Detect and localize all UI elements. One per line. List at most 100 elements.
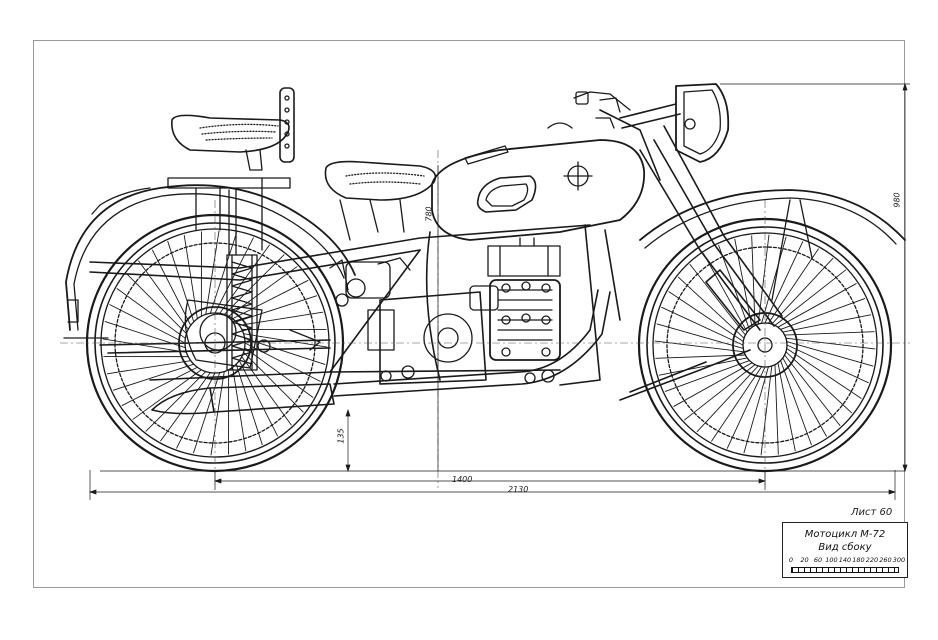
- spoke: [116, 288, 186, 339]
- spoke: [112, 363, 195, 391]
- final-drive: [184, 299, 271, 369]
- dimension-seat-height: 780: [424, 206, 434, 222]
- spoke: [703, 253, 748, 333]
- spoke: [654, 340, 745, 353]
- scale-bar: [791, 567, 899, 573]
- spoke: [109, 304, 186, 344]
- spoke: [767, 248, 819, 324]
- spoke: [760, 365, 773, 456]
- spoke: [244, 347, 314, 398]
- spoke: [696, 365, 759, 433]
- scale-tick-label: 220: [865, 556, 879, 564]
- spoke: [743, 366, 769, 454]
- front-wheel: [637, 217, 893, 473]
- spoke: [661, 306, 744, 346]
- spoke: [771, 257, 834, 325]
- spoke: [761, 236, 787, 324]
- spoke: [102, 338, 187, 353]
- dimension-ground-clearance: 135: [336, 428, 346, 444]
- spoke: [751, 235, 756, 326]
- spoke: [238, 360, 278, 437]
- scale-tick-label: 100: [825, 556, 838, 564]
- spoke: [774, 269, 846, 326]
- spoke: [658, 357, 748, 376]
- spoke: [786, 347, 862, 399]
- spoke: [243, 351, 304, 413]
- spoke: [786, 344, 869, 384]
- spoke: [152, 249, 192, 326]
- spoke: [689, 264, 746, 336]
- drawing-frame: [33, 40, 905, 588]
- headlamp: [675, 83, 730, 163]
- spoke: [210, 371, 225, 456]
- spoke: [214, 237, 254, 314]
- dimension-overall-height: 980: [892, 192, 902, 208]
- spoke: [238, 311, 324, 326]
- scale-tick-label: 20: [800, 556, 809, 564]
- spoke: [205, 230, 220, 315]
- spoke: [664, 360, 750, 392]
- spoke: [223, 254, 285, 315]
- rear-fender: [63, 184, 356, 339]
- spoke: [167, 240, 195, 323]
- spoke: [764, 241, 804, 324]
- spoke: [684, 364, 756, 421]
- spoke: [232, 280, 309, 320]
- spoke: [785, 351, 853, 414]
- spoke: [784, 331, 875, 336]
- drawing-title: Мотоцикл М-72: [804, 529, 886, 540]
- drawing-subtitle: Вид сбоку: [818, 542, 872, 553]
- spoke: [677, 276, 745, 339]
- scale-tick-label: 140: [838, 556, 852, 564]
- dimension-wheelbase: 1400: [452, 475, 473, 484]
- dimension-lines: [88, 82, 910, 500]
- spoke: [244, 337, 326, 365]
- engine-cylinder: [469, 237, 561, 384]
- spoke: [780, 360, 812, 446]
- spoke: [782, 314, 872, 333]
- spoke: [655, 354, 746, 359]
- spoke: [777, 362, 796, 452]
- spoke: [757, 234, 770, 325]
- rider-seat: [324, 160, 437, 241]
- scale-tick-label: 260: [879, 556, 892, 564]
- spoke: [138, 260, 189, 330]
- exhaust-system: [151, 289, 611, 415]
- spoke: [786, 341, 874, 367]
- spoke: [106, 360, 192, 375]
- spoke: [235, 295, 318, 323]
- spoke: [145, 371, 207, 432]
- spoke: [726, 366, 766, 449]
- spoke: [774, 364, 779, 455]
- rear-shock: [226, 189, 258, 371]
- scale-tick-label: 180: [852, 556, 865, 564]
- spoke: [785, 337, 876, 350]
- spoke: [673, 362, 753, 407]
- spoke: [780, 298, 866, 330]
- spoke: [232, 366, 247, 452]
- spoke: [784, 354, 841, 426]
- spoke: [160, 372, 211, 442]
- center-lines: [60, 150, 910, 488]
- spoke: [711, 366, 763, 442]
- pillion-seat: [167, 87, 295, 251]
- spoke: [668, 291, 744, 343]
- spoke: [235, 363, 263, 446]
- scale-tick-label: 300: [892, 556, 906, 564]
- fuel-tank: [431, 122, 645, 241]
- spoke: [777, 283, 857, 328]
- spoke: [782, 357, 827, 437]
- spoke: [656, 323, 744, 349]
- sheet-number-label: Лист 60: [851, 507, 893, 518]
- handlebar: [573, 91, 631, 129]
- spoke: [126, 273, 187, 335]
- frame-tubes: [89, 224, 621, 386]
- scale-tick-label: 60: [813, 556, 823, 564]
- dimension-overall-length: 2130: [508, 485, 529, 494]
- spoke: [176, 372, 216, 449]
- scale-tick-label: 0: [788, 556, 794, 564]
